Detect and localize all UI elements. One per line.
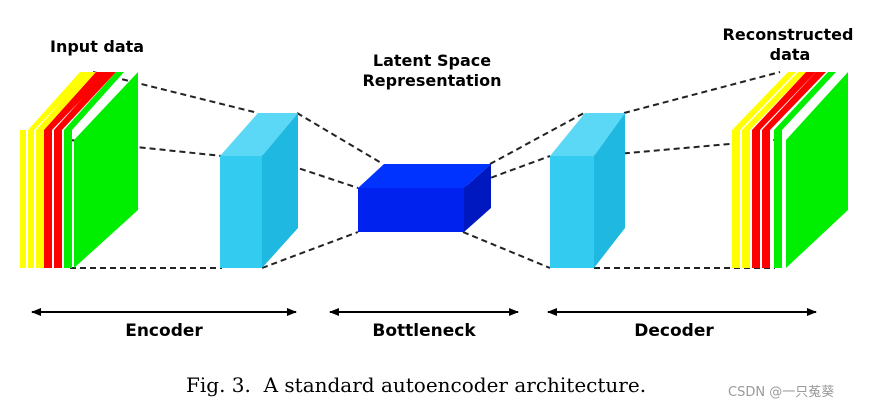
encoder-to-latent-mid-line	[261, 155, 359, 189]
decoder-to-output-top-line	[623, 71, 781, 114]
output-green-layer-main	[786, 72, 848, 268]
output-yellow-layer-1	[732, 72, 796, 268]
decoder-block-front	[550, 156, 594, 268]
input-data-stack	[20, 72, 138, 268]
input-yellow-layer-1	[20, 130, 26, 268]
decoder-block-side	[594, 113, 625, 268]
output-red-layer-2	[762, 72, 826, 268]
latent-to-decoder-bottom-line	[462, 231, 551, 269]
latent-label-line1: Latent Space	[373, 51, 491, 70]
input-yellow-layer-3	[36, 72, 96, 268]
encoder-block-side	[262, 113, 298, 268]
input-data-label: Input data	[50, 37, 144, 56]
reconstructed-data-stack	[732, 72, 848, 268]
input-to-encoder-top-line	[92, 71, 259, 114]
watermark: CSDN @一只菟葵	[728, 385, 834, 400]
input-red-layer-2	[54, 72, 116, 268]
latent-block-side	[464, 164, 491, 232]
latent-block-top	[358, 164, 491, 188]
latent-block-front	[358, 188, 464, 232]
figure-caption: Fig. 3. A standard autoencoder architect…	[186, 373, 646, 397]
decoder-block	[550, 113, 625, 268]
latent-label-line2: Representation	[362, 71, 501, 90]
decoder-block-top	[550, 113, 625, 156]
encoder-block-front	[220, 156, 262, 268]
encoder-to-latent-bottom-line	[261, 231, 359, 269]
latent-to-decoder-top-line	[489, 112, 585, 165]
encoder-block-top	[220, 113, 298, 156]
reconstructed-label-line1: Reconstructed	[723, 25, 854, 44]
bottleneck-label: Bottleneck	[372, 321, 476, 341]
encoder-block	[220, 113, 298, 268]
output-green-layer-thin	[774, 72, 836, 268]
input-red-layer-1	[44, 72, 108, 268]
decoder-label: Decoder	[634, 321, 714, 341]
input-green-layer-thin	[64, 72, 124, 268]
reconstructed-label-line2: data	[770, 45, 811, 64]
latent-block	[358, 164, 491, 232]
input-green-layer-main	[74, 72, 138, 268]
output-yellow-layer-2	[742, 72, 806, 268]
output-red-layer-1	[752, 72, 816, 268]
encoder-label: Encoder	[125, 321, 203, 341]
encoder-to-latent-top-line	[296, 112, 384, 165]
